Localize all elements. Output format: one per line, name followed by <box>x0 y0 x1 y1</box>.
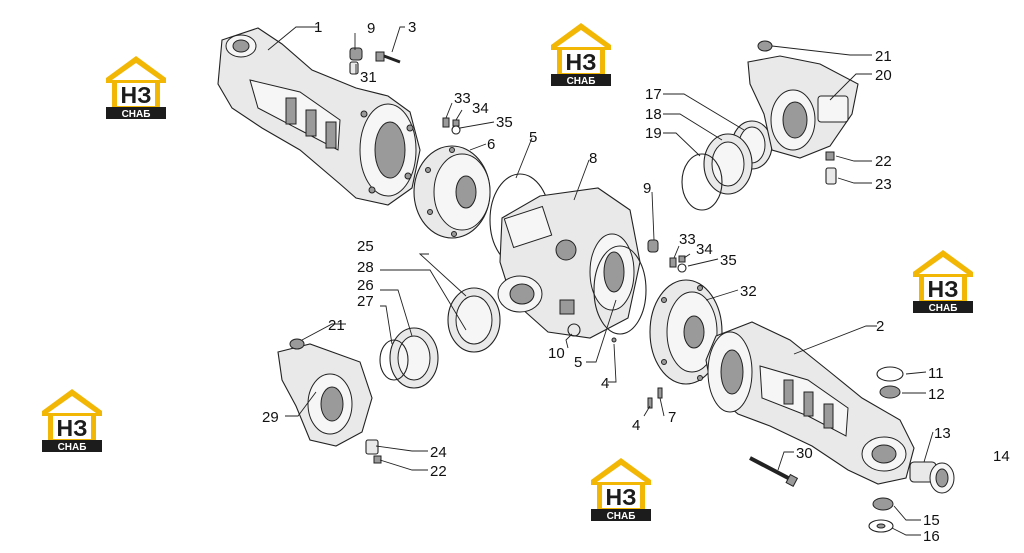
washer-hole <box>876 523 886 529</box>
grease-nipple <box>373 455 382 464</box>
callout-number: 28 <box>357 259 374 276</box>
thrust-washer <box>876 366 904 382</box>
callout-number: 15 <box>923 512 940 529</box>
callout-number: 11 <box>928 365 944 382</box>
callout-labels: 1 2 3 4 4 5 5 6 7 8 9 9 10 11 12 13 14 1… <box>262 19 1010 545</box>
callout-number: 6 <box>487 136 495 153</box>
callout-number: 13 <box>934 425 951 442</box>
fitting-set <box>669 255 687 273</box>
callout-number: 23 <box>875 176 892 193</box>
bolt <box>375 51 401 64</box>
flange-cover-left <box>413 145 491 239</box>
breather-plug <box>647 239 659 253</box>
callout-number: 5 <box>574 354 582 371</box>
seal-ring <box>379 339 409 381</box>
callout-number: 21 <box>328 317 345 334</box>
callout-number: 35 <box>496 114 513 131</box>
callout-number: 9 <box>367 20 375 37</box>
watermark-logo <box>42 389 102 453</box>
callout-number: 16 <box>923 528 940 545</box>
steering-knuckle-lower <box>277 338 373 447</box>
callout-number: 5 <box>529 129 537 146</box>
callout-number: 14 <box>993 448 1010 465</box>
differential-center-housing <box>497 187 641 339</box>
flange-cover-right <box>649 279 723 385</box>
seal-ring <box>681 153 723 211</box>
callout-number: 33 <box>679 231 696 248</box>
callout-number: 19 <box>645 125 662 142</box>
callout-number: 18 <box>645 106 662 123</box>
pin <box>611 337 617 343</box>
fitting-set <box>442 117 461 135</box>
kingpin <box>825 167 837 185</box>
watermark-logo <box>913 250 973 314</box>
axle-housing-left <box>217 27 421 206</box>
callout-number: 31 <box>360 69 377 86</box>
callout-number: 30 <box>796 445 813 462</box>
steering-knuckle-upper <box>747 40 859 159</box>
callout-number: 33 <box>454 90 471 107</box>
callout-number: 8 <box>589 150 597 167</box>
watermark-logo <box>551 23 611 87</box>
callout-number: 17 <box>645 86 662 103</box>
long-bolt <box>749 456 799 487</box>
grease-nipple <box>825 151 835 161</box>
leader-lines <box>267 26 934 536</box>
axle-housing-right <box>705 321 915 485</box>
callout-number: 24 <box>430 444 447 461</box>
callout-number: 9 <box>643 180 651 197</box>
bearing-cone <box>703 133 753 195</box>
callout-number: 4 <box>632 417 640 434</box>
dowel-pins <box>647 387 663 409</box>
watermark-logo <box>591 458 651 522</box>
callout-number: 35 <box>720 252 737 269</box>
callout-number: 34 <box>472 100 489 117</box>
callout-number: 26 <box>357 277 374 294</box>
o-ring <box>593 245 647 335</box>
callout-number: 32 <box>740 283 757 300</box>
callout-number: 27 <box>357 293 374 310</box>
callout-number: 2 <box>876 318 884 335</box>
seal-ring-small <box>567 323 581 337</box>
callout-number: 7 <box>668 409 676 426</box>
kingpin <box>365 439 379 455</box>
sleeve-bushing <box>909 461 955 494</box>
washer-flat <box>868 519 894 533</box>
callout-number: 1 <box>314 19 322 36</box>
bearing-cone <box>447 287 501 353</box>
callout-number: 29 <box>262 409 279 426</box>
callout-number: 25 <box>357 238 374 255</box>
callout-number: 10 <box>548 345 565 362</box>
callout-number: 3 <box>408 19 416 36</box>
callout-number: 34 <box>696 241 713 258</box>
callout-number: 4 <box>601 375 609 392</box>
callout-number: 20 <box>875 67 892 84</box>
bushing <box>879 385 901 399</box>
callout-number: 22 <box>875 153 892 170</box>
washer <box>872 497 894 511</box>
callout-number: 12 <box>928 386 945 403</box>
callout-number: 21 <box>875 48 892 65</box>
watermark-logo <box>106 56 166 120</box>
callout-number: 22 <box>430 463 447 480</box>
